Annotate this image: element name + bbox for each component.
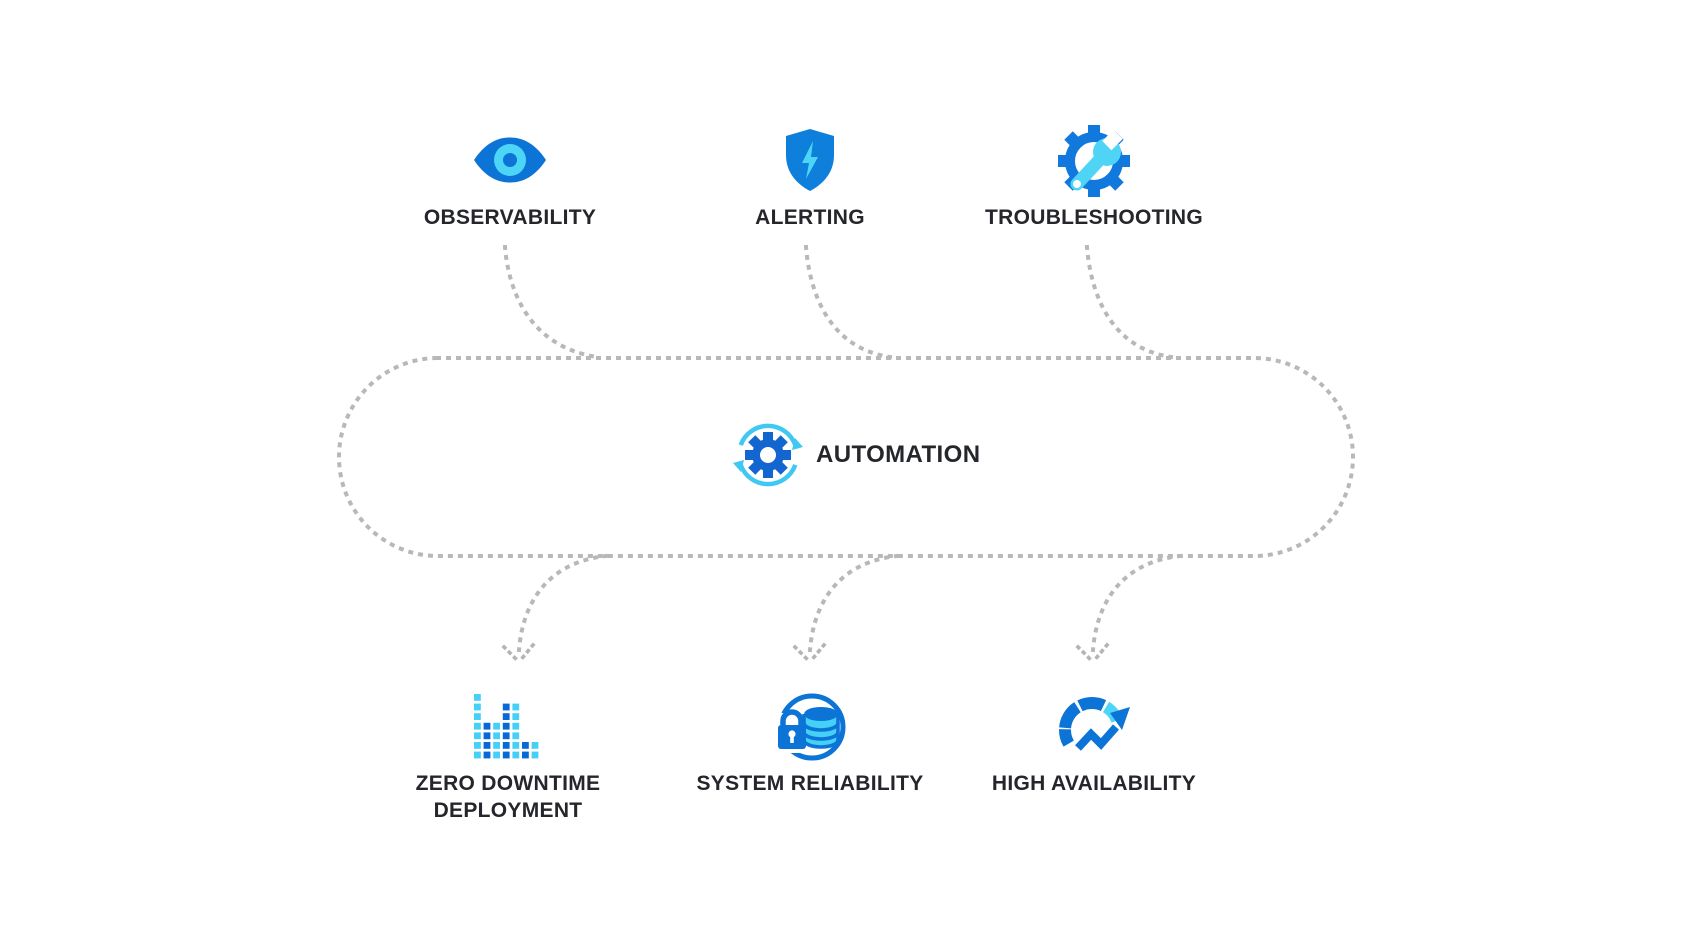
connector-zero-downtime (516, 553, 609, 653)
node-observability: OBSERVABILITY (380, 125, 640, 231)
node-label-observability: OBSERVABILITY (423, 206, 597, 229)
arrowhead-system-reliability (792, 642, 827, 665)
node-label-high-availability: HIGH AVAILABILITY (991, 772, 1197, 795)
pixel-bars-icon (474, 693, 542, 761)
label-line-2: DEPLOYMENT (433, 799, 583, 822)
node-automation: AUTOMATION (733, 420, 980, 490)
arrowhead-zero-downtime (501, 642, 536, 665)
automation-gear-cycle-icon (733, 423, 803, 487)
database-lock-icon (771, 693, 849, 761)
node-alerting: ALERTING (680, 125, 940, 231)
automation-boundary-box (337, 356, 1355, 558)
connector-high-availability (1090, 553, 1183, 653)
connector-observability (502, 244, 600, 360)
node-label-system-reliability: SYSTEM RELIABILITY (696, 772, 924, 795)
shield-lightning-icon (785, 125, 835, 195)
node-high-availability: HIGH AVAILABILITY (964, 693, 1224, 797)
automation-label: AUTOMATION (816, 441, 981, 468)
node-label-zero-downtime: ZERO DOWNTIME DEPLOYMENT (416, 770, 601, 824)
connector-system-reliability (807, 553, 900, 653)
node-system-reliability: SYSTEM RELIABILITY (680, 693, 940, 797)
gear-wrench-icon (1057, 125, 1131, 197)
connector-troubleshooting (1084, 244, 1174, 360)
label-line-1: ZERO DOWNTIME (415, 772, 601, 795)
eye-icon (472, 125, 548, 195)
node-troubleshooting: TROUBLESHOOTING (964, 125, 1224, 231)
connector-alerting (803, 244, 893, 360)
arrowhead-high-availability (1075, 642, 1110, 665)
node-label-troubleshooting: TROUBLESHOOTING (985, 206, 1203, 229)
node-label-alerting: ALERTING (755, 206, 865, 229)
node-zero-downtime-deployment: ZERO DOWNTIME DEPLOYMENT (378, 693, 638, 824)
gauge-trend-arrow-icon (1055, 693, 1133, 761)
